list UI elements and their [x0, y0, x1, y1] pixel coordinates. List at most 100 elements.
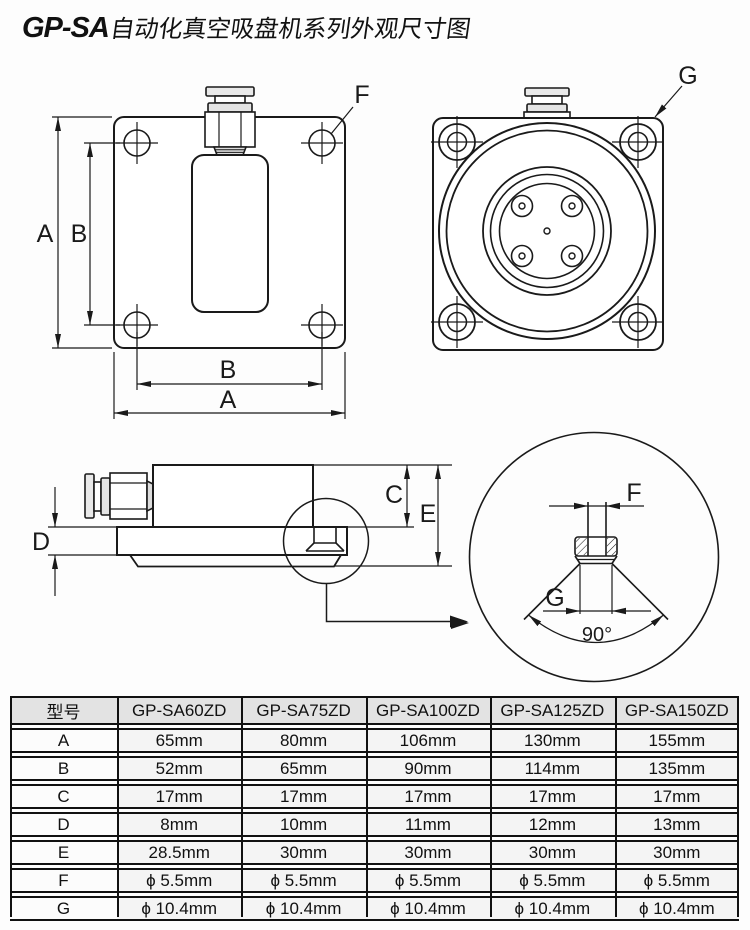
dim-label-c: C [385, 481, 403, 509]
front-dim-labels: A B B A F [37, 81, 370, 414]
detail-nozzle [574, 536, 618, 565]
cell: 17mm [365, 784, 491, 809]
cell: ϕ 5.5mm [241, 868, 366, 893]
front-view: A B B A F [37, 81, 370, 419]
table-divider [490, 696, 492, 917]
row-label: F [10, 868, 117, 893]
cell: ϕ 10.4mm [117, 896, 242, 921]
cell: ϕ 10.4mm [614, 896, 739, 921]
cell: 52mm [117, 756, 242, 781]
cell: 106mm [365, 728, 491, 753]
push-fitting-bottom [523, 87, 571, 123]
cell: ϕ 10.4mm [490, 896, 615, 921]
header-model-3: GP-SA100ZD [365, 696, 491, 725]
cell: 30mm [614, 840, 739, 865]
fitting-thread [212, 146, 248, 156]
row-label: E [10, 840, 117, 865]
row-label: D [10, 812, 117, 837]
fitting-neck [93, 481, 102, 512]
table-row: B 52mm 65mm 90mm 114mm 135mm [10, 756, 739, 781]
f-leader [330, 106, 354, 135]
table-row: G ϕ 10.4mm ϕ 10.4mm ϕ 10.4mm ϕ 10.4mm ϕ … [10, 896, 739, 921]
fitting-neck [214, 95, 246, 104]
side-view: D C E [32, 464, 468, 628]
row-label: A [10, 728, 117, 753]
suction-hole [560, 244, 584, 268]
fitting-collar [526, 103, 568, 113]
fitting-neck [531, 95, 563, 105]
side-body [152, 464, 314, 528]
table-row: A 65mm 80mm 106mm 130mm 155mm [10, 728, 739, 753]
cell: ϕ 10.4mm [241, 896, 366, 921]
dim-label-f: F [354, 81, 369, 109]
cell: ϕ 5.5mm [365, 868, 491, 893]
header-model-2: GP-SA75ZD [241, 696, 366, 725]
cell: 13mm [614, 812, 739, 837]
dim-label-d: D [32, 528, 50, 556]
cell: 28.5mm [117, 840, 242, 865]
cell: ϕ 5.5mm [614, 868, 739, 893]
dim-label-g: G [678, 62, 697, 90]
cell: 12mm [490, 812, 615, 837]
fitting-collar [207, 102, 253, 113]
header-model-4: GP-SA125ZD [490, 696, 615, 725]
cell: 17mm [117, 784, 242, 809]
cell: 30mm [365, 840, 491, 865]
cell: 80mm [241, 728, 366, 753]
front-inner-body [191, 154, 269, 313]
table-row: D 8mm 10mm 11mm 12mm 13mm [10, 812, 739, 837]
cell: ϕ 5.5mm [490, 868, 615, 893]
cell: 30mm [241, 840, 366, 865]
dim-label-b-horizontal: B [220, 356, 237, 384]
dim-label-a-horizontal: A [220, 386, 237, 414]
cell: 65mm [117, 728, 242, 753]
center-hole [543, 227, 551, 235]
page-title: GP-SA自动化真空吸盘机系列外观尺寸图 [22, 9, 472, 45]
title-brand: GP-SA [22, 12, 110, 44]
table-divider [366, 696, 368, 917]
table-border-left [10, 696, 12, 917]
fitting-cap [84, 473, 95, 519]
bottom-view: G [431, 62, 698, 351]
row-label: B [10, 756, 117, 781]
cell: ϕ 10.4mm [365, 896, 491, 921]
push-fitting-front [204, 86, 256, 156]
dim-label-f-detail: F [626, 479, 641, 507]
detail-entry-arrow [451, 617, 469, 629]
table-border-right [737, 696, 739, 917]
cell: 130mm [490, 728, 615, 753]
suction-hole [510, 194, 534, 218]
side-pad [129, 554, 342, 568]
fitting-hex [204, 111, 256, 148]
table-row: C 17mm 17mm 17mm 17mm 17mm [10, 784, 739, 809]
cell: 90mm [365, 756, 491, 781]
fitting-collar [100, 477, 111, 516]
g-leader [654, 85, 683, 118]
suction-hole [510, 244, 534, 268]
table-divider [615, 696, 617, 917]
fitting-cap [205, 86, 255, 97]
cell: 114mm [490, 756, 615, 781]
dim-label-g-detail: G [545, 584, 564, 612]
cell: 17mm [241, 784, 366, 809]
cell: 135mm [614, 756, 739, 781]
detail-leader [325, 583, 451, 623]
suction-cup-circles [438, 122, 656, 340]
suction-hole [560, 194, 584, 218]
spec-table: 型号 GP-SA60ZD GP-SA75ZD GP-SA100ZD GP-SA1… [10, 693, 739, 924]
side-dimensions [48, 464, 452, 596]
table-divider [241, 696, 243, 917]
bottom-mounting-holes [431, 116, 664, 348]
front-dimensions [52, 106, 354, 419]
row-label: C [10, 784, 117, 809]
cell: 10mm [241, 812, 366, 837]
cell: 11mm [365, 812, 491, 837]
detail-view: F G 90° [451, 431, 720, 683]
cell: 8mm [117, 812, 242, 837]
cell: 30mm [490, 840, 615, 865]
header-model-5: GP-SA150ZD [614, 696, 739, 725]
table-header-row: 型号 GP-SA60ZD GP-SA75ZD GP-SA100ZD GP-SA1… [10, 696, 739, 725]
cell: 155mm [614, 728, 739, 753]
dim-label-e: E [420, 500, 437, 528]
